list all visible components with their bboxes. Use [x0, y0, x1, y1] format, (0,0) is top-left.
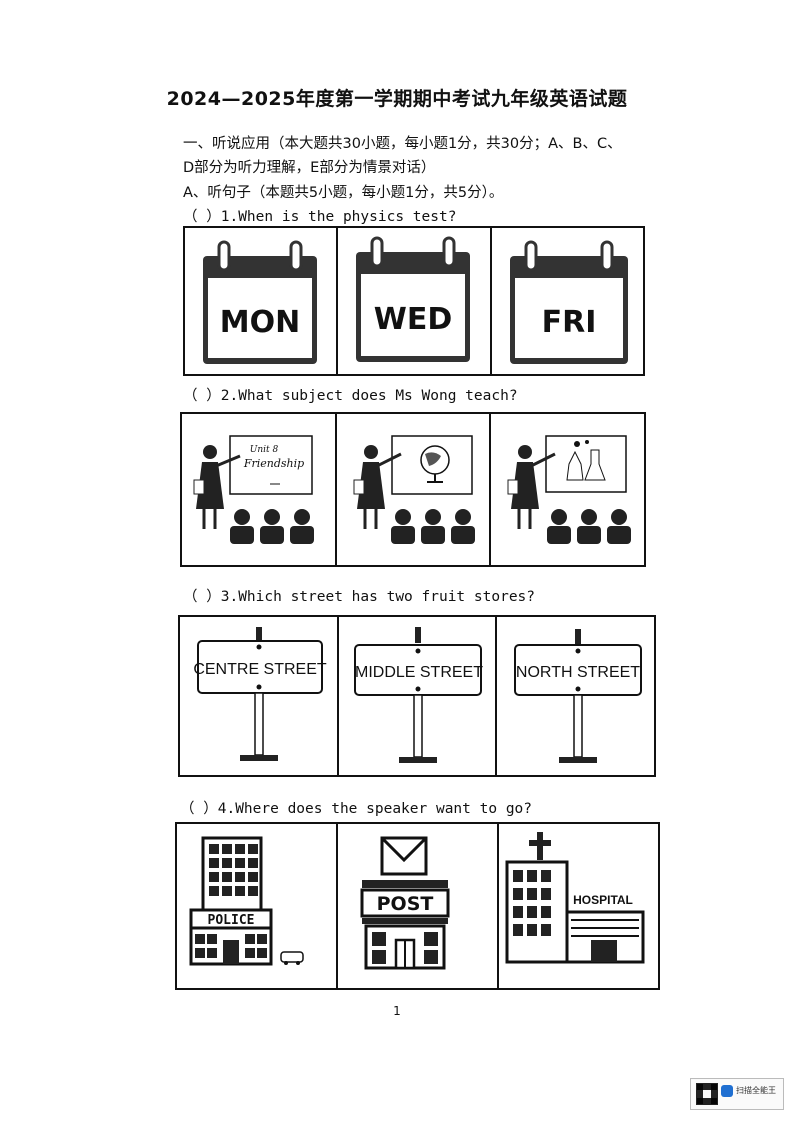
qr-code-icon: [696, 1083, 718, 1105]
answer-blank-1[interactable]: （ ）: [183, 209, 221, 225]
option-1a-label: MON: [220, 305, 300, 340]
option-2c-chemistry-class[interactable]: [491, 414, 644, 565]
page-number: 1: [393, 1004, 401, 1018]
option-1b-label: WED: [374, 302, 453, 337]
question-2-options: Unit 8 Friendship: [180, 412, 646, 567]
option-4a-police-station[interactable]: POLICE: [177, 824, 338, 988]
camscanner-logo-icon: [721, 1085, 733, 1097]
answer-blank-2[interactable]: （ ）: [183, 388, 221, 404]
question-3: （ ）3.Which street has two fruit stores?: [183, 585, 535, 606]
option-3b-street-sign[interactable]: MIDDLE STREET: [339, 617, 498, 775]
option-2b-geography-class[interactable]: [337, 414, 492, 565]
question-4-text: 4.Where does the speaker want to go?: [217, 801, 533, 817]
option-4b-post-office[interactable]: POST: [338, 824, 499, 988]
board-title-label: Friendship: [243, 457, 304, 470]
option-1a-calendar[interactable]: MON: [185, 228, 339, 374]
question-4: （ ）4.Where does the speaker want to go?: [180, 797, 532, 818]
scanner-label: 扫描全能王: [736, 1086, 776, 1095]
question-2: （ ）2.What subject does Ms Wong teach?: [183, 384, 518, 405]
board-unit-label: Unit 8: [250, 445, 279, 455]
option-2a-english-class[interactable]: Unit 8 Friendship: [182, 414, 337, 565]
option-3c-street-sign[interactable]: NORTH STREET: [497, 617, 654, 775]
part-a-heading: A、听句子（本题共5小题，每小题1分，共5分）。: [183, 185, 504, 201]
answer-blank-3[interactable]: （ ）: [183, 589, 221, 605]
option-4c-hospital[interactable]: HOSPITAL: [499, 824, 658, 988]
option-3c-label: NORTH STREET: [516, 664, 640, 681]
answer-blank-4[interactable]: （ ）: [180, 801, 218, 817]
question-2-text: 2.What subject does Ms Wong teach?: [220, 388, 518, 404]
option-1b-calendar[interactable]: WED: [338, 228, 492, 374]
option-1c-label: FRI: [541, 305, 596, 340]
option-3a-street-sign[interactable]: CENTRE STREET: [180, 617, 339, 775]
option-4b-label: POST: [377, 893, 434, 915]
question-1-text: 1.When is the physics test?: [220, 209, 457, 225]
page-title: 2024—2025年度第一学期期中考试九年级英语试题: [166, 88, 628, 110]
option-4a-label: POLICE: [208, 913, 255, 928]
question-3-text: 3.Which street has two fruit stores?: [220, 589, 536, 605]
question-1: （ ）1.When is the physics test?: [183, 205, 456, 226]
question-1-options: MON WED FRI: [183, 226, 645, 376]
question-3-options: CENTRE STREET MIDDLE STREET NORTH STREET: [178, 615, 656, 777]
option-3a-label: CENTRE STREET: [193, 661, 327, 678]
option-1c-calendar[interactable]: FRI: [492, 228, 643, 374]
option-3b-label: MIDDLE STREET: [355, 664, 483, 681]
option-4c-label: HOSPITAL: [573, 893, 633, 907]
scanner-watermark: 扫描全能王: [690, 1078, 784, 1110]
question-4-options: POLICE POST: [175, 822, 660, 990]
section-heading-line-1: 一、听说应用（本大题共30小题，每小题1分，共30分；A、B、C、: [183, 136, 622, 152]
section-heading-line-2: D部分为听力理解，E部分为情景对话）: [183, 160, 436, 176]
